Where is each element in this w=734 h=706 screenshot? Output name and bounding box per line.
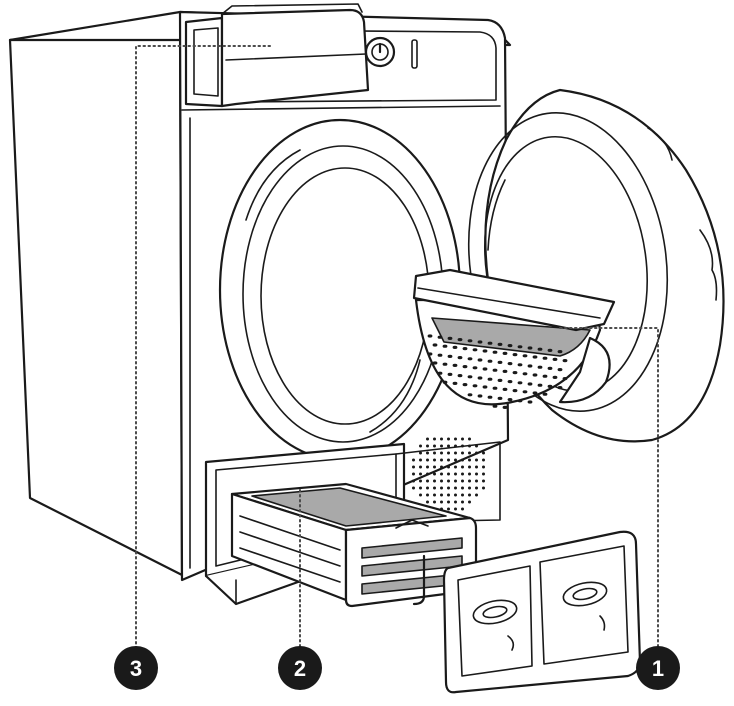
callout-label-3: 3 xyxy=(130,656,142,681)
leader-line-3 xyxy=(135,45,271,661)
callout-badge-2: 2 xyxy=(278,646,322,690)
callout-label-2: 2 xyxy=(294,656,306,681)
lint-filter[interactable] xyxy=(412,268,616,409)
air-vent-grille xyxy=(412,437,485,511)
filter-mesh xyxy=(427,334,568,409)
indicator-light-icon xyxy=(411,39,418,69)
leader-lines xyxy=(135,45,659,661)
callout-badge-1: 1 xyxy=(636,646,680,690)
condenser-cover[interactable] xyxy=(442,530,642,694)
callout-label-1: 1 xyxy=(652,656,664,681)
water-container-drawer[interactable] xyxy=(184,3,370,108)
leader-line-1 xyxy=(559,327,659,661)
callout-badge-3: 3 xyxy=(114,646,158,690)
